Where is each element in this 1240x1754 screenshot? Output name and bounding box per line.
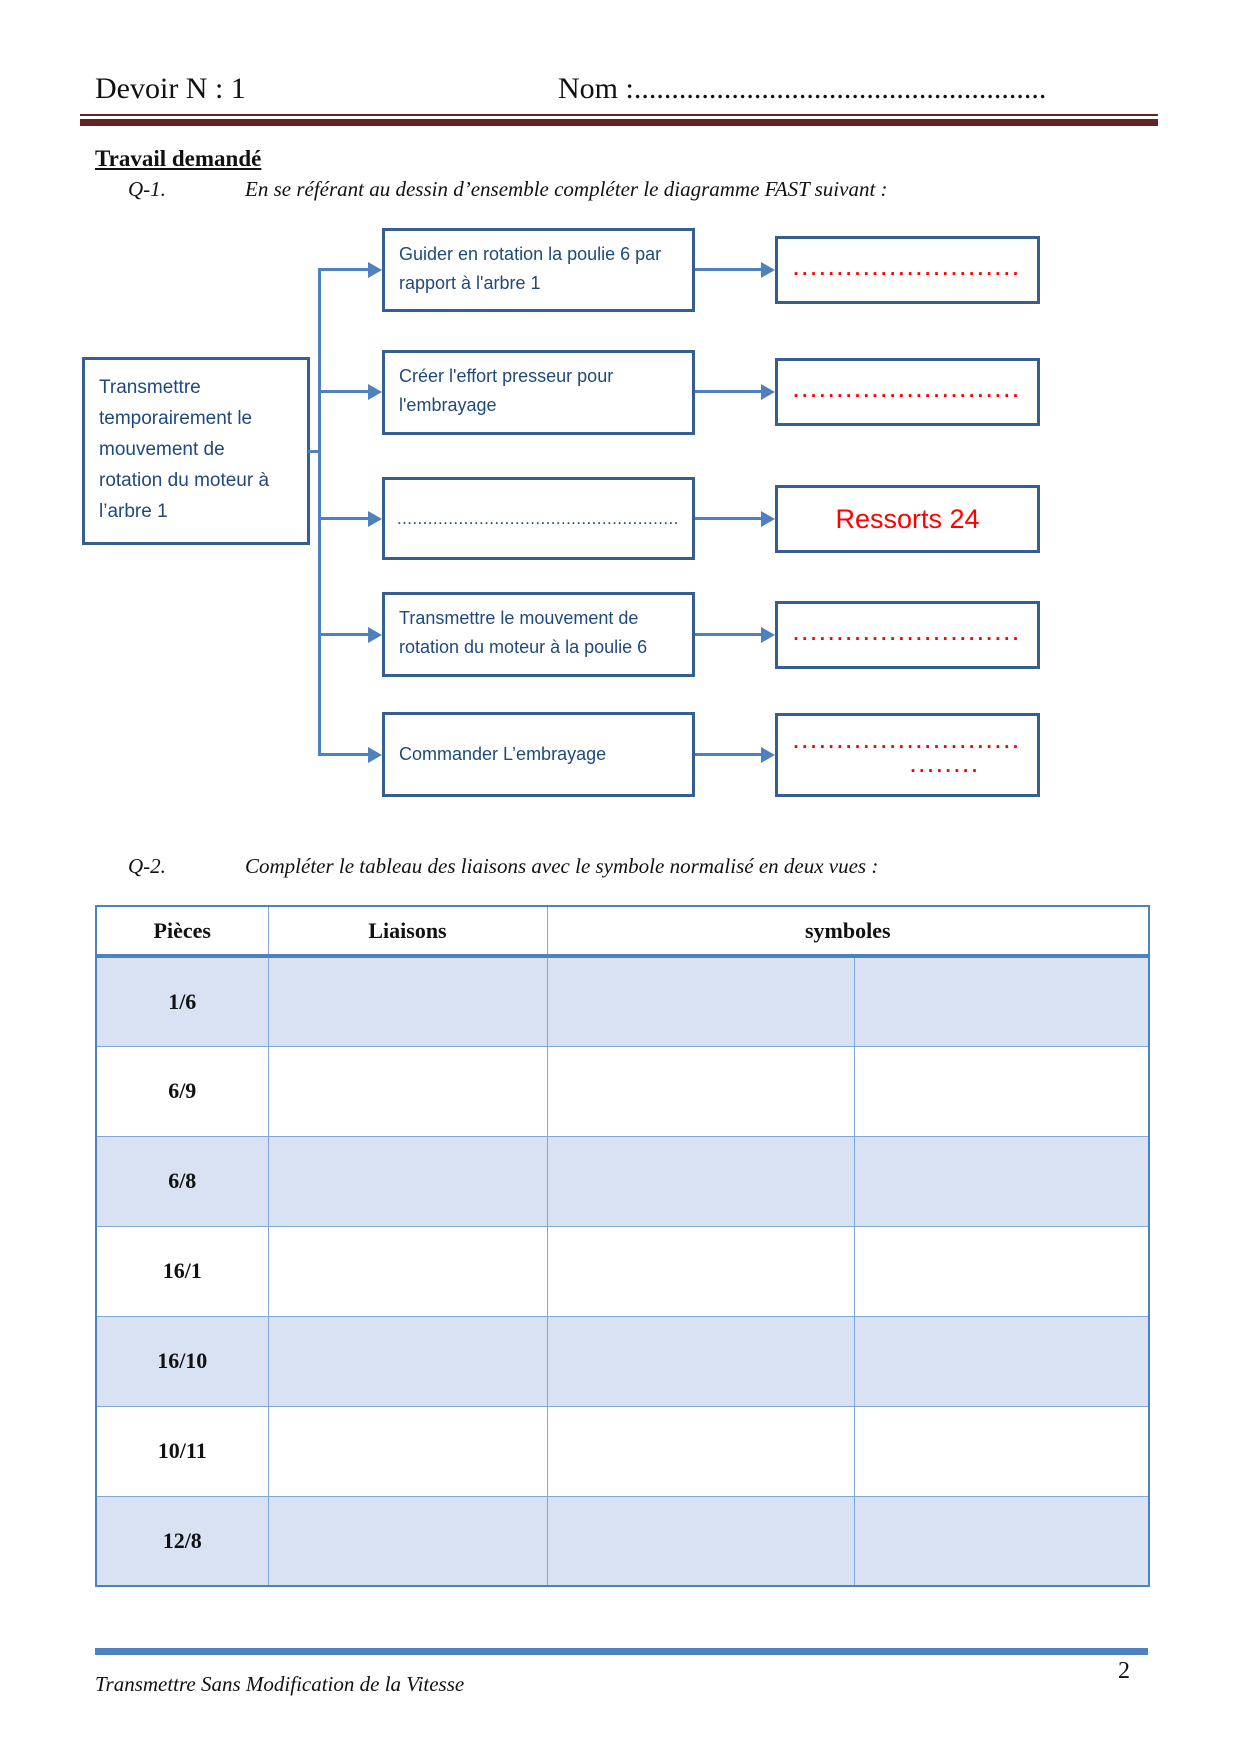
header-liaisons: Liaisons [267, 905, 548, 958]
function-box-commander: Commander L’embrayage [382, 712, 695, 797]
connector-sol3 [695, 517, 762, 520]
solution-5-dots-line2: ........ [910, 756, 981, 777]
connector-sol2 [695, 390, 762, 393]
function-box-guider: Guider en rotation la poulie 6 par rappo… [382, 228, 695, 312]
liaison-cell-empty [267, 1405, 548, 1497]
table-row: 12/8 [95, 1495, 1150, 1587]
connector-row5 [318, 753, 370, 756]
liaison-cell-empty [267, 1045, 548, 1137]
piece-cell: 1/6 [95, 955, 269, 1047]
arrow-sol1-icon [761, 262, 775, 278]
solution-box-3: Ressorts 24 [775, 485, 1040, 553]
piece-cell: 10/11 [95, 1405, 269, 1497]
symbole-cell-empty [853, 1405, 1150, 1497]
arrow-sol3-icon [761, 511, 775, 527]
arrow-sol2-icon [761, 384, 775, 400]
symbole-cell-empty [546, 1225, 855, 1317]
question-2-label: Q-2. [128, 854, 166, 878]
symbole-cell-empty [853, 1225, 1150, 1317]
connector-trunk [318, 270, 321, 756]
table-row: 10/11 [95, 1405, 1150, 1497]
footer-rule [95, 1648, 1148, 1655]
arrow-sol5-icon [761, 747, 775, 763]
section-heading: Travail demandé [95, 146, 262, 171]
connector-row3 [318, 517, 370, 520]
symbole-cell-empty [853, 1045, 1150, 1137]
arrow-row5-icon [368, 747, 382, 763]
header-rule-thin [80, 114, 1158, 116]
solution-box-5: .......................... ........ [775, 713, 1040, 797]
table-row: 16/1 [95, 1225, 1150, 1317]
connector-sol1 [695, 268, 762, 271]
connector-sol5 [695, 753, 762, 756]
assignment-title: Devoir N : 1 [95, 72, 246, 105]
fast-root-function-box: Transmettre temporairement le mouvement … [82, 357, 310, 545]
arrow-sol4-icon [761, 627, 775, 643]
solution-box-1: .......................... [775, 236, 1040, 304]
solution-5-dots: .......................... [793, 732, 1022, 753]
symbole-cell-empty [546, 1315, 855, 1407]
table-header-row: Pièces Liaisons symboles [95, 905, 1150, 958]
solution-box-2: .......................... [775, 358, 1040, 426]
connector-stub [308, 450, 320, 453]
piece-cell: 6/8 [95, 1135, 269, 1227]
function-box-transmettre: Transmettre le mouvement de rotation du … [382, 592, 695, 677]
symbole-cell-empty [853, 1315, 1150, 1407]
page-number: 2 [1118, 1658, 1130, 1684]
symbole-cell-empty [853, 1135, 1150, 1227]
liaison-cell-empty [267, 955, 548, 1047]
function-box-blank: ........................................… [382, 477, 695, 560]
name-dots-line: ........................................… [633, 72, 1047, 105]
piece-cell: 16/10 [95, 1315, 269, 1407]
symbole-cell-empty [546, 1495, 855, 1587]
symbole-cell-empty [853, 1495, 1150, 1587]
arrow-row1-icon [368, 262, 382, 278]
blank-function-dots: ........................................… [397, 509, 680, 528]
table-row: 6/8 [95, 1135, 1150, 1227]
arrow-row2-icon [368, 384, 382, 400]
symbole-cell-empty [853, 955, 1150, 1047]
symbole-cell-empty [546, 1405, 855, 1497]
connector-row4 [318, 633, 370, 636]
footer-doc-title: Transmettre Sans Modification de la Vite… [95, 1672, 465, 1696]
connector-sol4 [695, 633, 762, 636]
question-2-text: Compléter le tableau des liaisons avec l… [245, 854, 879, 878]
liaisons-table: Pièces Liaisons symboles 1/6 6/9 6/8 [95, 905, 1150, 1587]
piece-cell: 16/1 [95, 1225, 269, 1317]
symbole-cell-empty [546, 1045, 855, 1137]
symbole-cell-empty [546, 1135, 855, 1227]
solution-1-dots: .......................... [793, 259, 1022, 280]
solution-2-dots: .......................... [793, 381, 1022, 402]
solution-3-answer: Ressorts 24 [835, 503, 980, 534]
solution-box-4: .......................... [775, 601, 1040, 669]
piece-cell: 6/9 [95, 1045, 269, 1137]
liaison-cell-empty [267, 1495, 548, 1587]
table-row: 16/10 [95, 1315, 1150, 1407]
header-rule-thick [80, 119, 1158, 126]
table-row: 6/9 [95, 1045, 1150, 1137]
arrow-row3-icon [368, 511, 382, 527]
liaison-cell-empty [267, 1135, 548, 1227]
liaison-cell-empty [267, 1225, 548, 1317]
header-pieces: Pièces [95, 905, 269, 958]
arrow-row4-icon [368, 627, 382, 643]
name-label: Nom : [558, 72, 634, 105]
piece-cell: 12/8 [95, 1495, 269, 1587]
connector-row1 [318, 268, 370, 271]
liaison-cell-empty [267, 1315, 548, 1407]
symbole-cell-empty [546, 955, 855, 1047]
table-row: 1/6 [95, 955, 1150, 1047]
question-1-text: En se référant au dessin d’ensemble comp… [245, 177, 888, 201]
solution-4-dots: .......................... [793, 624, 1022, 645]
name-field: Nom :...................................… [558, 72, 1046, 106]
header-symboles: symboles [546, 905, 1150, 958]
question-1-label: Q-1. [128, 177, 166, 201]
connector-row2 [318, 390, 370, 393]
function-box-effort: Créer l'effort presseur pour l'embrayage [382, 350, 695, 435]
